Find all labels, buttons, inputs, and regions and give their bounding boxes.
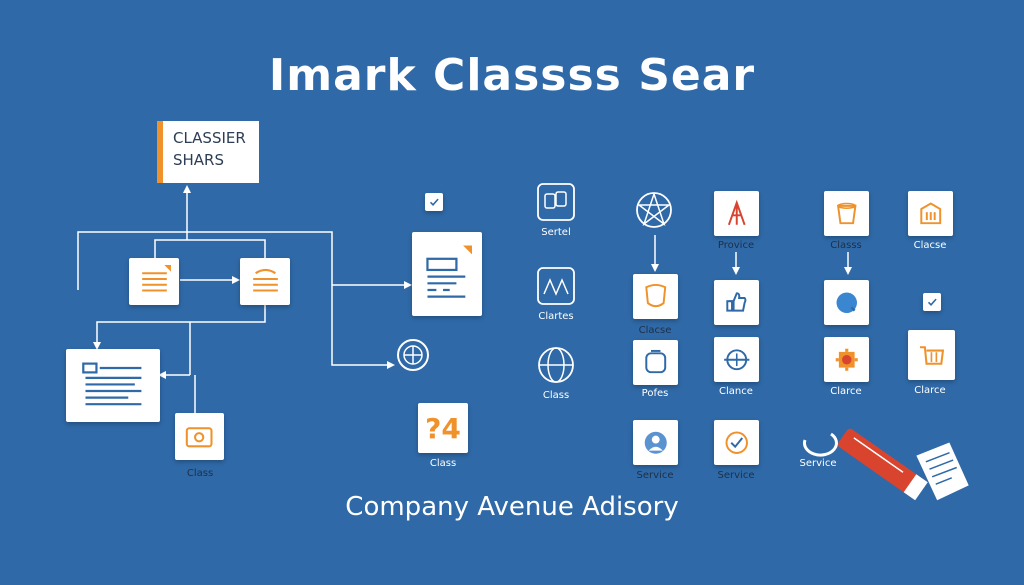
label-class-number: Class	[429, 458, 457, 469]
checkbox-icon	[923, 293, 941, 311]
page-title: Imark Classss Sear	[268, 50, 756, 101]
cart-icon	[919, 345, 945, 365]
globe-icon	[397, 339, 429, 371]
building-icon	[920, 202, 941, 224]
label-clarce-1: Clarce	[830, 386, 862, 397]
document-lines-icon	[141, 265, 171, 292]
document-node-3	[66, 349, 160, 422]
clance-tile	[714, 337, 759, 382]
document-node-2	[240, 258, 290, 305]
number-tile-text: ?4	[425, 411, 461, 445]
document-node-1	[129, 258, 179, 305]
pentagram-icon	[636, 192, 672, 228]
label-classs: Classs	[830, 240, 862, 251]
easel-icon	[727, 199, 746, 225]
class-tile-frame	[633, 340, 678, 385]
people-icon	[537, 183, 575, 221]
label-provice: Provice	[717, 240, 755, 251]
service-tile-user	[633, 420, 678, 465]
clarce-tile-1	[824, 337, 869, 382]
class-tile-shield	[633, 274, 678, 319]
label-clartes: Clartes	[538, 311, 574, 322]
label-pofes: Pofes	[641, 388, 669, 399]
footer-text: Company Avenue Adisory	[345, 492, 679, 522]
lab-flask-icon	[537, 267, 575, 305]
label-sertel: Sertel	[541, 227, 571, 238]
label-clacse-2: Clacse	[913, 240, 947, 251]
target-icon	[723, 349, 750, 370]
label-clarce-2: Clarce	[914, 385, 946, 396]
checkbox-icon	[425, 193, 443, 211]
document-lines-icon	[252, 268, 278, 292]
label-class-left: Class	[186, 468, 214, 479]
label-service-2: Service	[717, 470, 755, 481]
class-node-left	[175, 413, 224, 460]
provice-tile	[714, 191, 759, 236]
thumbs-up-tile	[714, 280, 759, 325]
frame-icon	[645, 349, 666, 373]
document-form-icon	[425, 245, 472, 298]
large-document	[412, 232, 482, 316]
user-icon	[644, 431, 667, 454]
clacse-tile-2	[908, 191, 953, 236]
label-service-1: Service	[636, 470, 674, 481]
circle-icon	[836, 292, 857, 313]
label-service-3: Service	[799, 458, 837, 469]
classs-tile	[824, 191, 869, 236]
classifier-header-box: CLASSIER SHARS	[157, 121, 259, 183]
search-document-illustration	[803, 428, 969, 501]
check-circle-icon	[725, 431, 748, 454]
gear-icon	[835, 348, 858, 371]
service-tile-check	[714, 420, 759, 465]
label-clance: Clance	[719, 386, 753, 397]
label-clacse-1: Clacse	[638, 325, 672, 336]
clarce-tile-2	[908, 330, 955, 380]
inbox-icon	[186, 427, 213, 448]
document-list-icon	[82, 362, 142, 406]
shield-icon	[645, 283, 666, 307]
label-class-globe: Class	[542, 390, 570, 401]
circle-tile	[824, 280, 869, 325]
number-tile: ?4	[418, 403, 468, 453]
bucket-icon	[836, 202, 857, 224]
header-line-2: SHARS	[173, 151, 225, 169]
thumbs-up-icon	[726, 292, 747, 312]
header-line-1: CLASSIER	[173, 129, 246, 147]
globe-icon	[538, 347, 574, 383]
